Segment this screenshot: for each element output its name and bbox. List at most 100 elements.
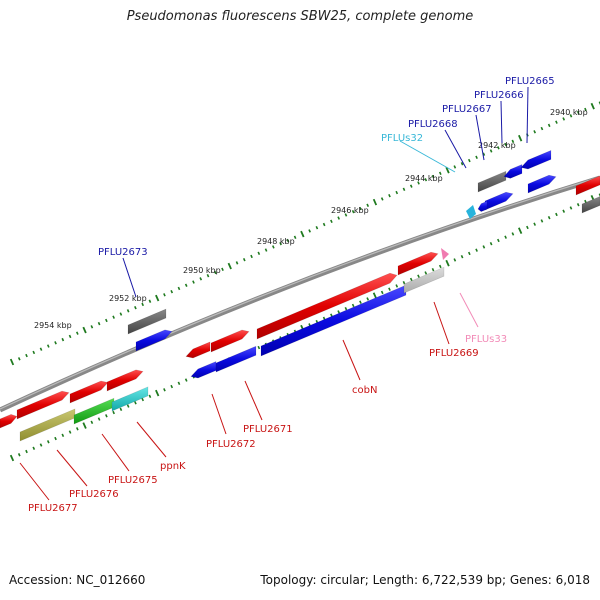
leader-line	[459, 292, 479, 328]
scale-tick-major	[372, 292, 378, 299]
leader-line	[101, 433, 130, 472]
accession-text: Accession: NC_012660	[9, 573, 146, 587]
gene-ppnk	[111, 386, 149, 412]
scale-tick-minor	[257, 251, 261, 255]
scale-tick-minor	[482, 152, 486, 156]
scale-tick-minor	[119, 407, 123, 411]
scale-tick-minor	[184, 378, 188, 382]
scale-tick-minor	[75, 427, 79, 431]
scale-tick-minor	[337, 310, 341, 314]
scale-tick-minor	[540, 126, 544, 131]
gene-pflu2676-a	[69, 380, 109, 404]
scale-tick-minor	[112, 410, 115, 415]
scale-tick-major	[82, 422, 87, 429]
gene-label-pflu2666: PFLU2666	[474, 90, 524, 101]
scale-tick-minor	[482, 245, 486, 249]
scale-tick-minor	[388, 287, 391, 291]
scale-tick-minor	[576, 110, 580, 115]
scale-tick-minor	[54, 341, 57, 345]
scale-tick-minor	[170, 384, 174, 389]
scale-tick-major	[227, 262, 232, 270]
scale-tick-minor	[75, 331, 79, 335]
gene-label-pflu2667: PFLU2667	[442, 104, 492, 115]
scale-tick-minor	[17, 357, 21, 361]
scale-tick-minor	[504, 142, 507, 147]
scale-tick-minor	[68, 334, 72, 339]
kbp-label: 2950 kbp	[183, 266, 221, 275]
scale-tick-minor	[533, 130, 537, 134]
scale-tick-minor	[584, 107, 587, 112]
scale-tick-minor	[504, 235, 507, 239]
gene-cobn	[260, 284, 407, 357]
leader-line	[475, 114, 485, 161]
scale-tick-minor	[286, 238, 290, 243]
scale-tick-minor	[148, 394, 152, 399]
scale-tick-major	[372, 198, 378, 206]
genome-backbone	[0, 175, 600, 413]
scale-tick-minor	[213, 270, 217, 275]
scale-tick-minor	[424, 178, 428, 182]
scale-tick-minor	[163, 293, 166, 297]
leader-line	[342, 339, 361, 381]
scale-tick-minor	[17, 453, 21, 457]
scale-tick-minor	[409, 184, 413, 188]
kbp-label: 2948 kbp	[257, 237, 295, 246]
leader-line	[136, 421, 167, 458]
leader-line	[56, 449, 88, 487]
scale-tick-minor	[511, 232, 515, 236]
scale-tick-minor	[163, 388, 166, 392]
scale-tick-minor	[235, 261, 239, 265]
gene-pflu2677-a	[16, 390, 70, 420]
scale-tick-minor	[569, 206, 573, 210]
scale-tick-minor	[119, 312, 123, 316]
scale-tick-minor	[141, 397, 145, 402]
scale-tick-minor	[489, 149, 493, 153]
scale-tick-minor	[344, 213, 348, 217]
scale-tick-minor	[68, 430, 72, 434]
kbp-label: 2954 kbp	[34, 321, 72, 330]
scale-tick-minor	[61, 337, 65, 342]
scale-tick-minor	[438, 264, 442, 269]
scale-ring-outer	[9, 101, 600, 366]
scale-tick-minor	[293, 235, 297, 239]
gene-label-pflus33: PFLUs33	[465, 334, 507, 345]
kbp-label: 2946 kbp	[331, 206, 369, 215]
scale-tick-minor	[126, 404, 130, 408]
scale-tick-minor	[170, 289, 174, 294]
scale-tick-major	[518, 227, 523, 235]
scale-tick-minor	[351, 210, 355, 214]
scale-tick-minor	[497, 146, 500, 150]
gene-label-pflu2668: PFLU2668	[408, 119, 458, 130]
scale-tick-minor	[46, 440, 50, 444]
gene-pflu2671-a	[210, 329, 250, 353]
gene-pflu2669	[403, 266, 445, 294]
gene-pflu2672-a	[185, 341, 211, 359]
scale-tick-minor	[97, 417, 101, 421]
scale-tick-minor	[206, 273, 210, 278]
leader-line	[244, 380, 263, 421]
leader-line	[211, 393, 227, 435]
leader-line	[444, 129, 467, 169]
scale-tick-minor	[467, 251, 471, 256]
scale-tick-minor	[431, 174, 435, 179]
scale-tick-major	[155, 389, 160, 397]
scale-tick-minor	[547, 216, 551, 220]
scale-tick-minor	[402, 187, 406, 192]
topology-text: Topology: circular; Length: 6,722,539 bp…	[260, 573, 590, 587]
scale-tick-minor	[90, 420, 94, 424]
scale-tick-minor	[351, 303, 355, 308]
scale-tick-minor	[380, 197, 384, 201]
scale-tick-minor	[467, 158, 471, 163]
scale-tick-minor	[105, 414, 108, 418]
scale-tick-minor	[540, 219, 544, 223]
scale-tick-major	[9, 454, 15, 462]
scale-tick-minor	[177, 381, 181, 386]
gene-pflu2673	[135, 329, 173, 352]
scale-tick-minor	[366, 297, 370, 301]
scale-tick-minor	[126, 309, 130, 313]
scale-tick-minor	[32, 446, 36, 450]
scale-tick-minor	[366, 203, 370, 208]
scale-tick-minor	[221, 267, 224, 271]
leader-line	[19, 462, 50, 501]
leader-line	[526, 86, 529, 144]
